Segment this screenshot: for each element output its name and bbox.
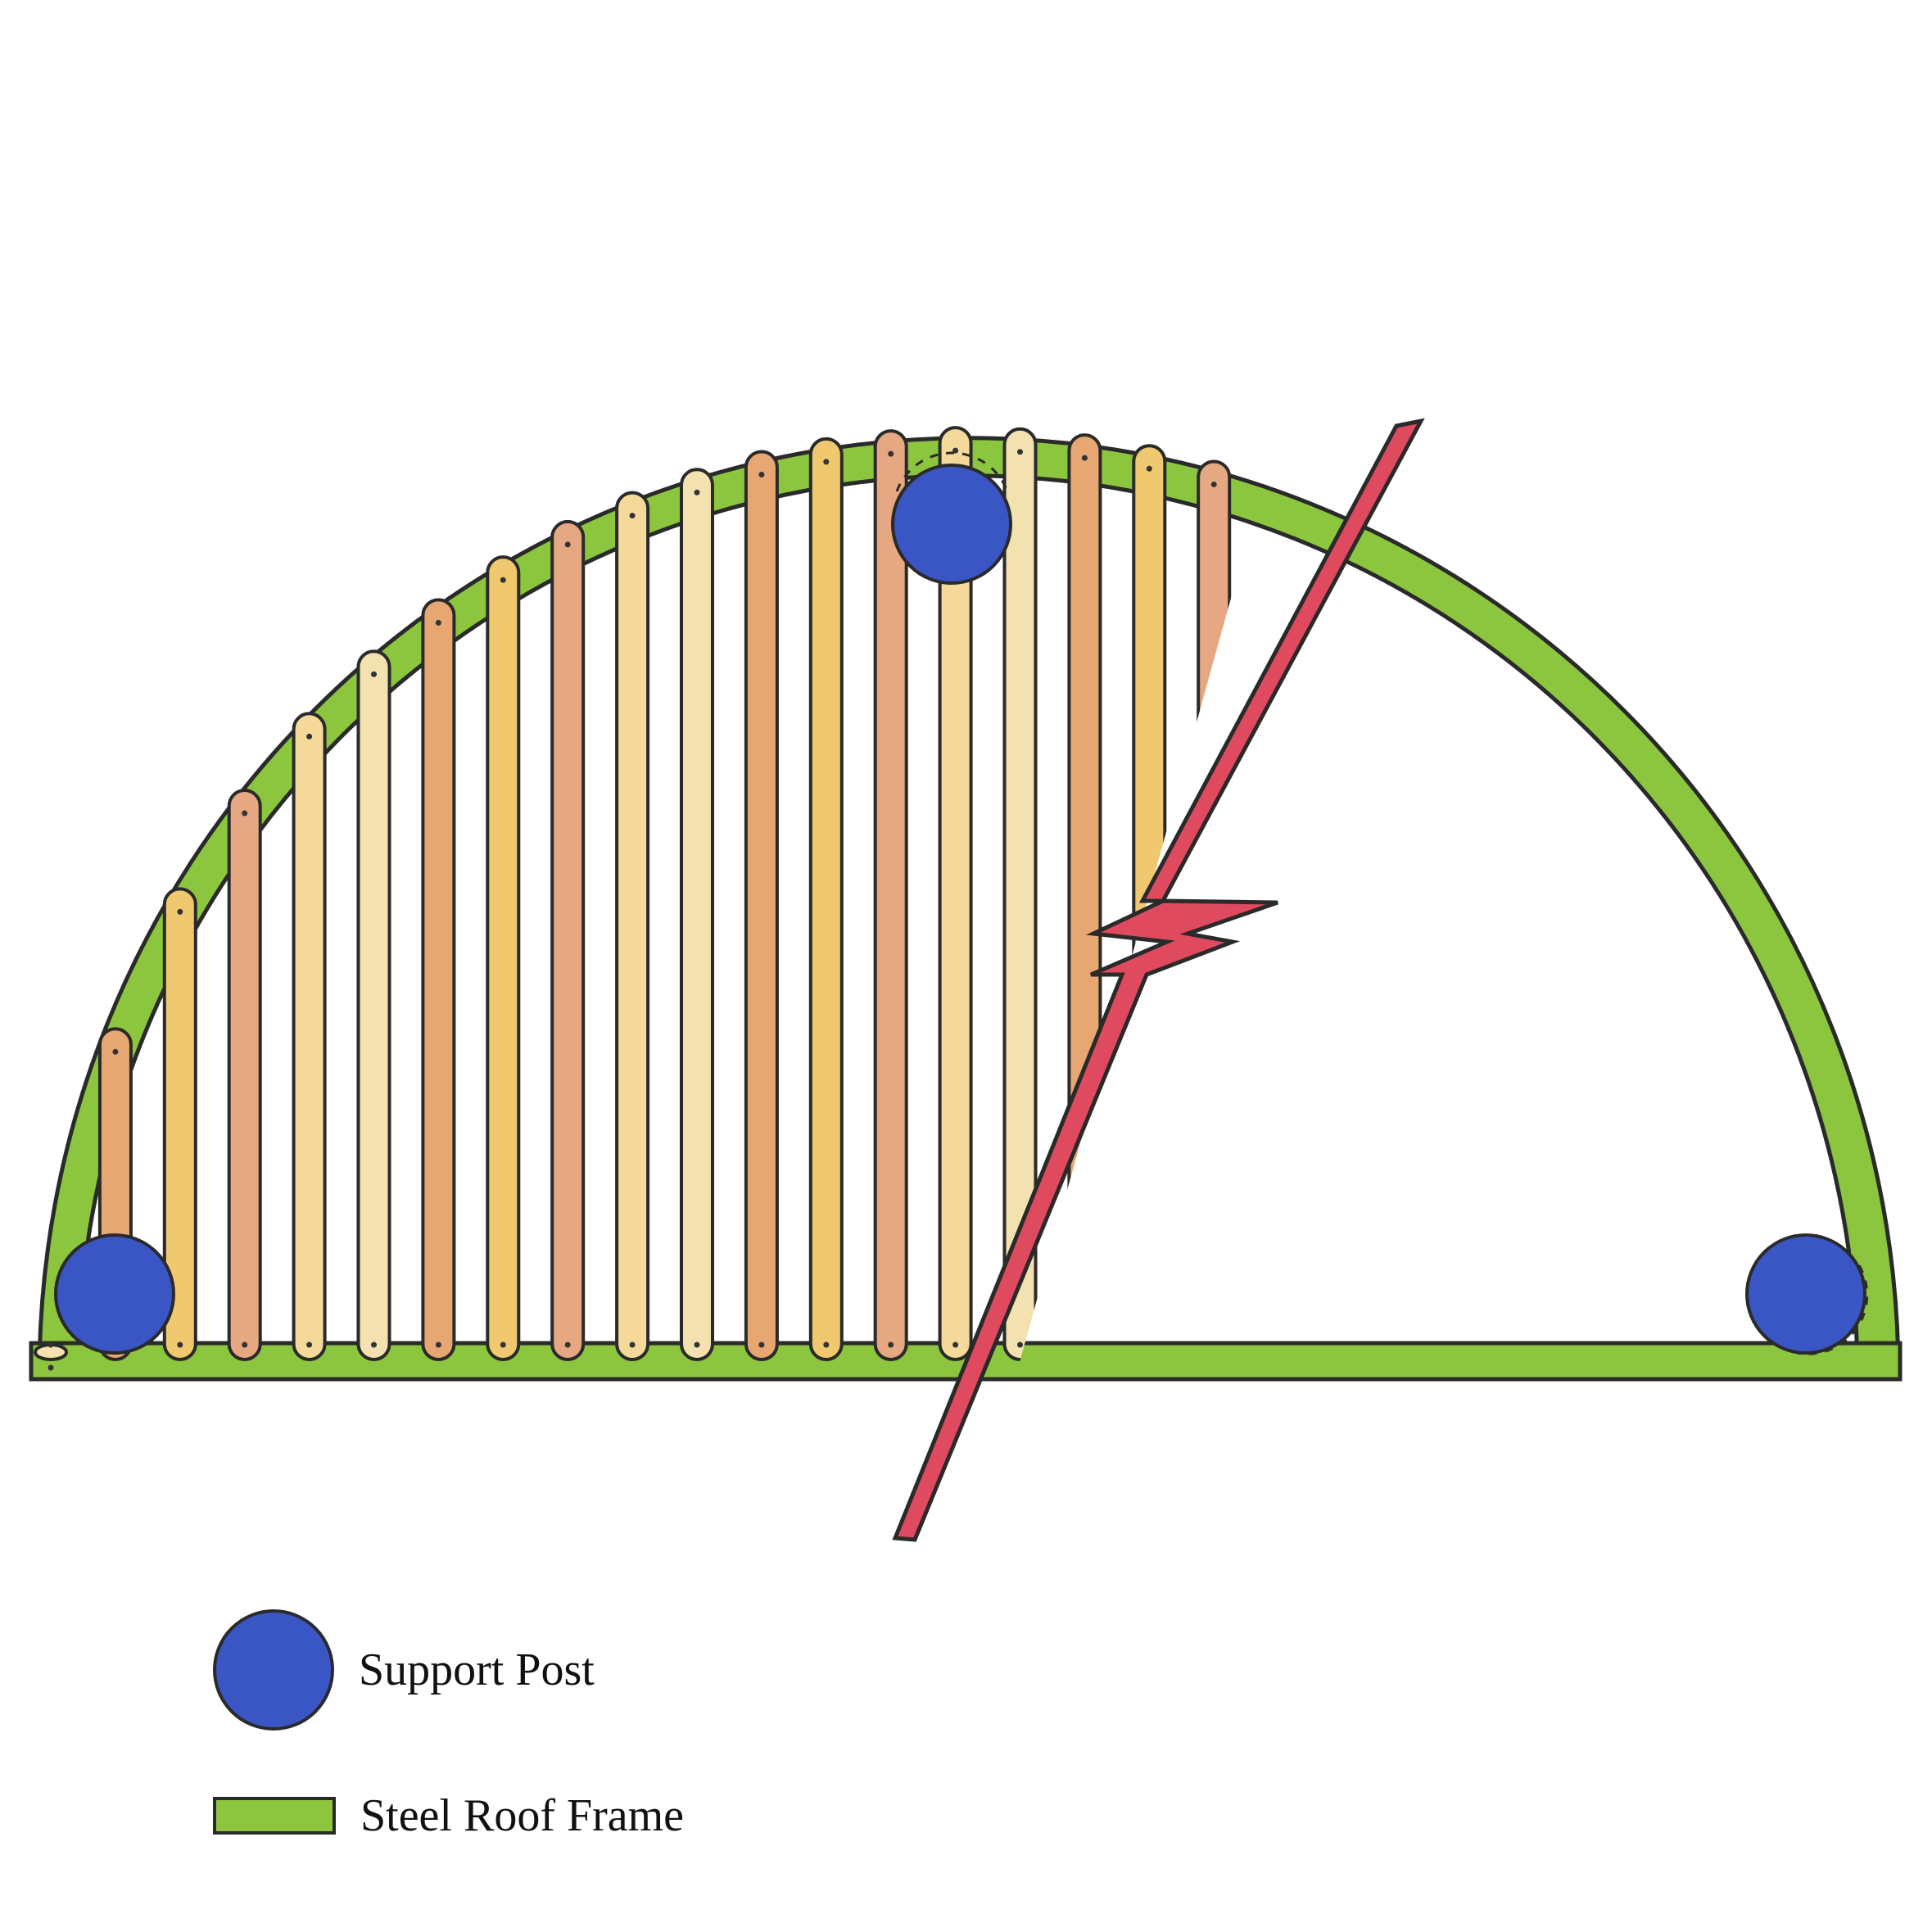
support-post-top xyxy=(891,451,1012,585)
nail-dot xyxy=(694,1342,700,1348)
nail-dot xyxy=(629,513,636,519)
wooden-slat xyxy=(1002,427,1038,1361)
nail-dot xyxy=(694,489,700,495)
nail-dot xyxy=(177,908,183,915)
steel-roof-frame-label: Steel Roof Frame xyxy=(360,1790,685,1841)
nail-dot xyxy=(823,459,830,465)
wooden-slat xyxy=(1067,433,1102,1361)
wooden-slat xyxy=(615,491,650,1361)
nail-dot xyxy=(371,671,377,677)
nail-dot xyxy=(242,810,248,817)
nail-dot xyxy=(177,1342,183,1348)
nail-dot xyxy=(823,1342,830,1348)
wooden-slat xyxy=(356,649,391,1361)
support-post-swatch xyxy=(213,1609,334,1731)
wooden-slat xyxy=(486,555,521,1361)
legend-steel-roof-frame: Steel Roof Frame xyxy=(213,1789,684,1842)
wooden-slat xyxy=(680,468,714,1362)
wooden-slat xyxy=(227,789,262,1361)
support-posts xyxy=(54,451,1869,1355)
nail-dot xyxy=(888,1342,894,1348)
support-post-right xyxy=(1745,1233,1869,1355)
nail-dot xyxy=(500,1342,506,1348)
wooden-slat xyxy=(1326,507,1360,1362)
nail-dot xyxy=(629,1342,636,1348)
wooden-slat xyxy=(938,426,973,1362)
nail-dot xyxy=(1146,465,1152,472)
nail-dot xyxy=(112,1048,119,1055)
wooden-slat xyxy=(1261,480,1296,1361)
nail-dot xyxy=(1017,1342,1023,1348)
nail-dot xyxy=(564,1342,571,1348)
nail-dot xyxy=(242,1342,248,1348)
nail-dot xyxy=(758,472,765,478)
nail-dot xyxy=(1081,455,1088,461)
wooden-slat xyxy=(421,598,456,1361)
wooden-slat xyxy=(292,712,327,1361)
nail-dot xyxy=(1210,481,1217,487)
nail-dot xyxy=(564,541,571,548)
nail-dot xyxy=(306,1342,313,1348)
nail-dot xyxy=(435,1342,441,1348)
wooden-slat xyxy=(744,450,779,1361)
nail-dot xyxy=(371,1342,377,1348)
nail-dot xyxy=(48,1364,54,1371)
nail-dot xyxy=(306,733,313,740)
steel-roof-frame-swatch xyxy=(213,1797,336,1835)
support-post-label: Support Post xyxy=(359,1645,595,1695)
nail-dot xyxy=(758,1342,765,1348)
break-line xyxy=(892,418,1425,1542)
wooden-slat xyxy=(550,519,586,1361)
wooden-slat xyxy=(162,887,197,1361)
wooden-slat xyxy=(808,437,844,1362)
nail-dot xyxy=(952,1342,959,1348)
wooden-slat xyxy=(873,429,908,1361)
nail-dot xyxy=(888,450,894,457)
nail-dot xyxy=(500,577,506,583)
legend-support-post: Support Post xyxy=(213,1609,595,1731)
support-post-left xyxy=(54,1233,175,1355)
nail-dot xyxy=(48,1342,54,1348)
nail-dot xyxy=(435,619,441,626)
nail-dot xyxy=(1017,449,1023,455)
